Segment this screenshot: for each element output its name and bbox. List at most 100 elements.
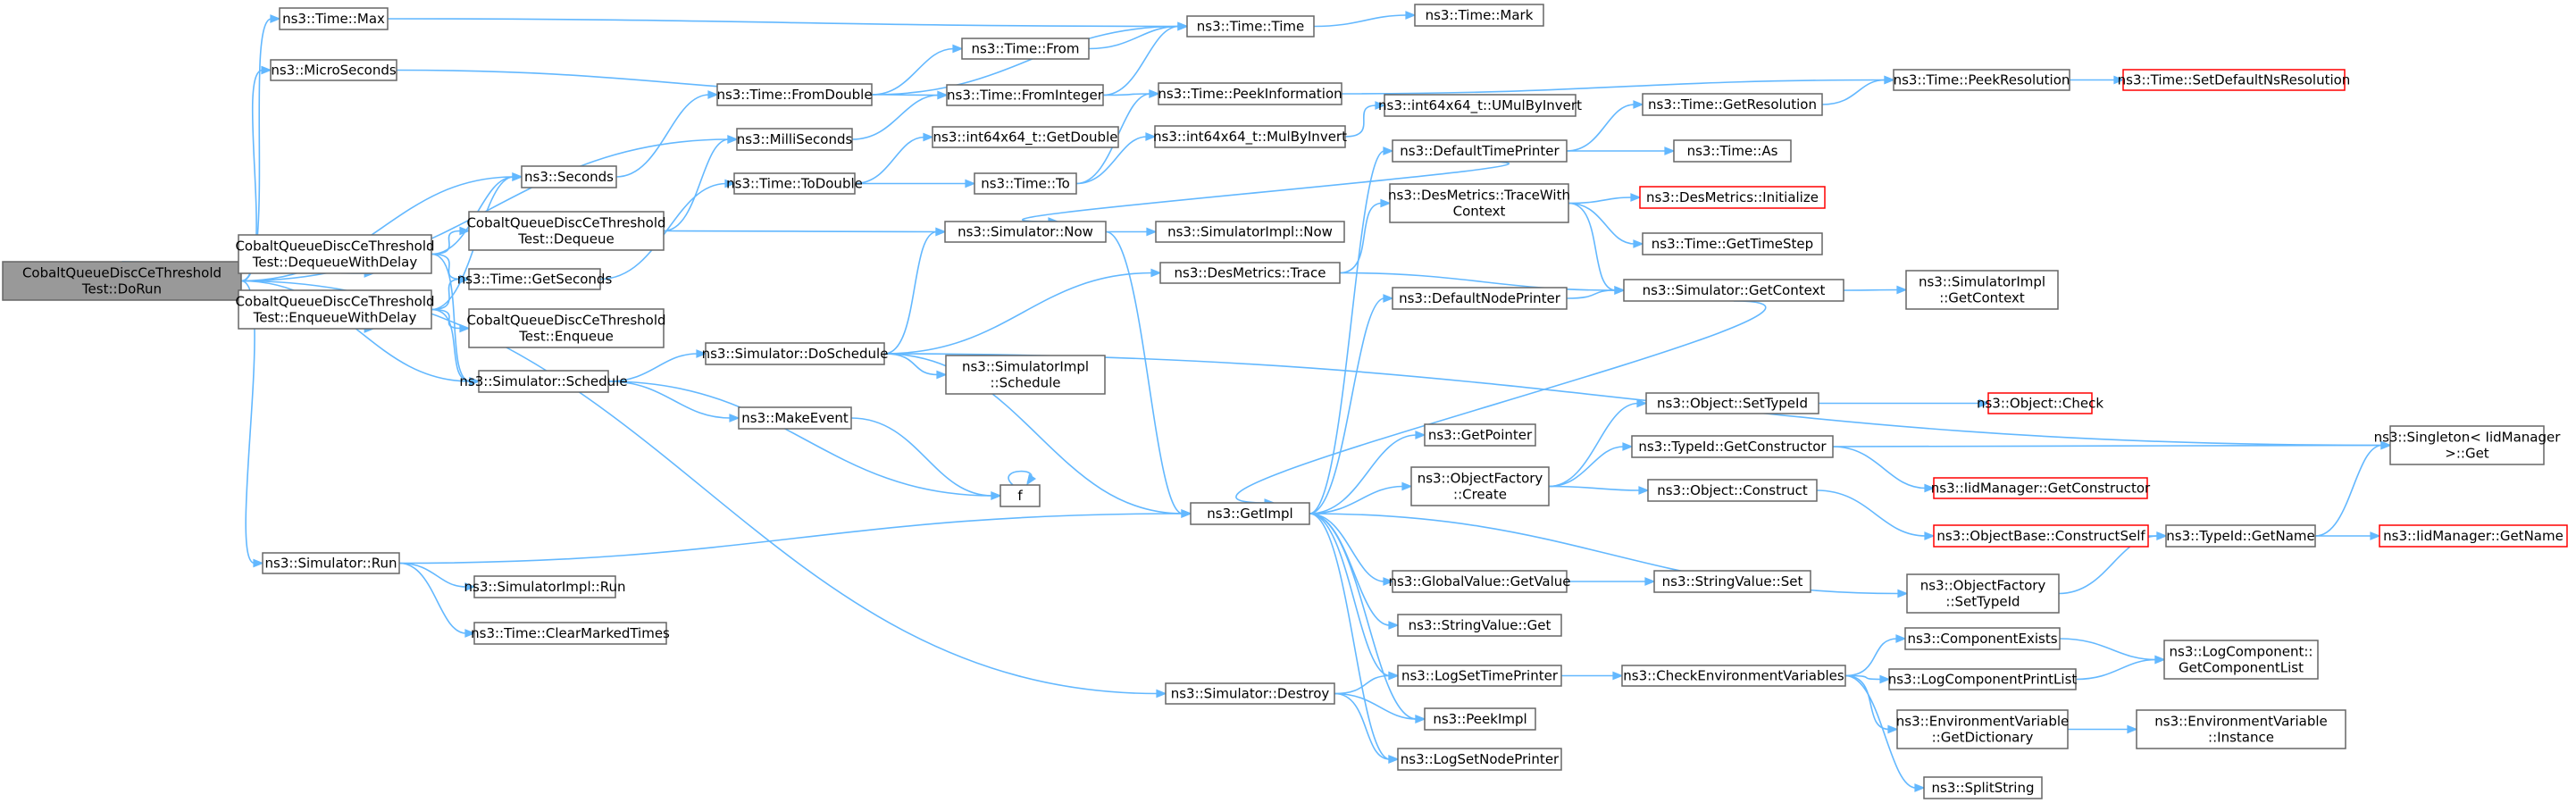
node-getcomplist[interactable]: ns3::LogComponent::GetComponentList [2163,640,2319,680]
node-box [1987,392,2093,414]
node-compexists[interactable]: ns3::ComponentExists [1904,627,2061,650]
node-label: ns3::GetImpl [1207,506,1292,522]
node-label: ns3::Time::Mark [1426,7,1534,23]
node-mark[interactable]: ns3::Time::Mark [1414,4,1544,27]
node-getpointer[interactable]: ns3::GetPointer [1424,423,1536,447]
node-peekres[interactable]: ns3::Time::PeekResolution [1893,69,2070,91]
node-f[interactable]: f [999,484,1041,507]
node-box [1893,69,2070,91]
node-label: CobaltQueueDiscCeThreshold [235,294,434,310]
node-implrun[interactable]: ns3::SimulatorImpl::Run [464,575,626,598]
node-doschedule[interactable]: ns3::Simulator::DoSchedule [702,342,889,365]
node-getsec[interactable]: ns3::Time::GetSeconds [457,268,613,290]
node-peekimpl[interactable]: ns3::PeekImpl [1424,707,1536,731]
node-envinstance[interactable]: ns3::EnvironmentVariable::Instance [2136,709,2346,749]
node-constructself[interactable]: ns3::ObjectBase::ConstructSelf [1933,524,2149,548]
edge-getimpl-to-getpointer [1309,431,1426,514]
node-micro[interactable]: ns3::MicroSeconds [270,59,397,81]
node-getctx[interactable]: ns3::Simulator::GetContext [1623,279,1844,302]
node-fromdouble[interactable]: ns3::Time::FromDouble [716,83,873,106]
node-to[interactable]: ns3::Time::To [974,172,1077,195]
node-getdouble[interactable]: ns3::int64x64_t::GetDouble [932,126,1119,148]
edge-getimpl-to-logsettime [1309,513,1400,681]
node-logcompprint[interactable]: ns3::LogComponentPrintList [1888,668,2078,690]
node-box [1158,82,1342,105]
node-label: ns3::int64x64_t::UMulByInvert [1378,97,1582,114]
node-box [468,211,665,251]
node-setdefres[interactable]: ns3::Time::SetDefaultNsResolution [2118,69,2351,91]
node-trace[interactable]: ns3::DesMetrics::Trace [1159,262,1341,284]
node-svset[interactable]: ns3::StringValue::Set [1653,570,1811,593]
node-now[interactable]: ns3::Simulator::Now [944,221,1107,243]
node-fromint[interactable]: ns3::Time::FromInteger [946,84,1104,106]
node-implgetctx[interactable]: ns3::SimulatorImpl::GetContext [1905,270,2059,310]
node-label: ns3::Object::Construct [1657,482,1808,498]
node-defnodeprinter[interactable]: ns3::DefaultNodePrinter [1392,287,1568,310]
node-implnow[interactable]: ns3::SimulatorImpl::Now [1155,221,1345,243]
node-todouble[interactable]: ns3::Time::ToDouble [726,172,863,195]
node-svget[interactable]: ns3::StringValue::Get [1397,614,1562,637]
edge-enqdelay-to-enqueue [431,308,471,333]
node-gettimestep[interactable]: ns3::Time::GetTimeStep [1642,232,1823,255]
node-as[interactable]: ns3::Time::As [1673,139,1792,163]
node-clearmarked[interactable]: ns3::Time::ClearMarkedTimes [471,622,670,645]
edge-peekres-to-setdefres [2070,75,2125,85]
node-time[interactable]: ns3::Time::Time [1186,15,1315,38]
node-getimpl[interactable]: ns3::GetImpl [1190,502,1310,525]
node-label: ns3::StringValue::Get [1409,617,1551,633]
node-iidgetname[interactable]: ns3::IidManager::GetName [2379,524,2568,548]
edge-destroy-to-peekimpl [1334,692,1426,724]
node-makeevent[interactable]: ns3::MakeEvent [738,406,852,430]
node-implschedule[interactable]: ns3::SimulatorImpl::Schedule [945,355,1106,395]
edge-getimpl-to-defnodeprinter [1309,294,1394,514]
node-from[interactable]: ns3::Time::From [961,38,1090,60]
node-objfactcreate[interactable]: ns3::ObjectFactory::Create [1410,466,1550,506]
node-box [1397,748,1562,771]
edge-getctx-to-implgetctx [1843,285,1908,295]
node-objcheck[interactable]: ns3::Object::Check [1977,392,2103,414]
node-box [270,59,397,81]
node-milli[interactable]: ns3::MilliSeconds [736,128,853,151]
node-label: ns3::IidManager::GetConstructor [1931,481,2151,497]
node-box [2379,524,2568,548]
node-deqdelay[interactable]: CobaltQueueDiscCeThresholdTest::DequeueW… [235,234,435,274]
node-logsetnode[interactable]: ns3::LogSetNodePrinter [1397,748,1562,771]
node-envgetdict[interactable]: ns3::EnvironmentVariable::GetDictionary [1896,709,2069,749]
node-schedule[interactable]: ns3::Simulator::Schedule [459,370,628,393]
edge-fromint-to-time [1102,21,1189,96]
node-getname[interactable]: ns3::TypeId::GetName [2165,524,2316,548]
node-deftimeprinter[interactable]: ns3::DefaultTimePrinter [1392,139,1568,163]
node-seconds[interactable]: ns3::Seconds [521,165,617,188]
node-splitstring[interactable]: ns3::SplitString [1923,776,2043,799]
node-box [932,126,1119,148]
node-objfactset[interactable]: ns3::ObjectFactory::SetTypeId [1906,573,2060,614]
node-iidgetctor[interactable]: ns3::IidManager::GetConstructor [1931,477,2151,499]
node-run[interactable]: ns3::Simulator::Run [262,552,400,574]
node-label: ::Schedule [990,375,1060,391]
node-label: ns3::CheckEnvironmentVariables [1623,668,1844,684]
node-settypeid[interactable]: ns3::Object::SetTypeId [1645,392,1819,414]
node-desinit[interactable]: ns3::DesMetrics::Initialize [1639,186,1826,209]
node-logsettime[interactable]: ns3::LogSetTimePrinter [1397,665,1562,687]
node-getres[interactable]: ns3::Time::GetResolution [1642,93,1823,116]
node-singleton[interactable]: ns3::Singleton< IidManager>::Get [2374,425,2562,465]
node-label: ns3::Time::FromDouble [716,87,872,103]
node-label: ns3::StringValue::Set [1662,573,1803,590]
node-destroy[interactable]: ns3::Simulator::Destroy [1165,682,1335,705]
node-objconstruct[interactable]: ns3::Object::Construct [1647,479,1818,502]
edge-tracectx-to-desinit [1568,193,1642,205]
node-tmax[interactable]: ns3::Time::Max [279,7,389,30]
node-mulbyinv[interactable]: ns3::int64x64_t::MulByInvert [1153,125,1347,148]
node-umulbyinv[interactable]: ns3::int64x64_t::UMulByInvert [1378,94,1582,117]
node-checkenv[interactable]: ns3::CheckEnvironmentVariables [1621,665,1846,687]
node-gvgetvalue[interactable]: ns3::GlobalValue::GetValue [1388,570,1571,593]
node-label: ns3::Time::GetResolution [1648,96,1817,113]
node-box [733,172,856,195]
node-peekinfo[interactable]: ns3::Time::PeekInformation [1158,82,1342,105]
node-getctor[interactable]: ns3::TypeId::GetConstructor [1631,435,1834,458]
node-enqdelay[interactable]: CobaltQueueDiscCeThresholdTest::EnqueueW… [235,289,435,330]
